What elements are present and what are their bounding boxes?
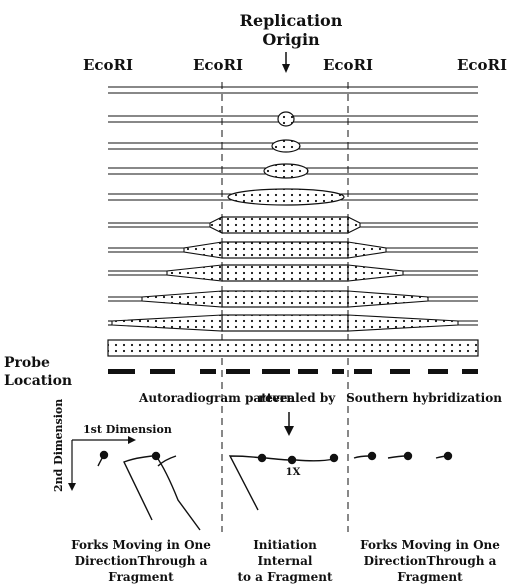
probe-mark: [150, 369, 175, 374]
svg-text:Forks Moving in One: Forks Moving in One: [71, 538, 211, 552]
probe-mark: [226, 369, 250, 374]
probe-marks: [108, 369, 478, 374]
probe-mark: [262, 369, 290, 374]
panel-caption: Forks Moving in One DirectionThrough a F…: [360, 538, 500, 584]
replication-intermediate: [108, 290, 478, 308]
probe-mark: [462, 369, 478, 374]
svg-text:Fragment: Fragment: [108, 570, 174, 584]
probe-label-line2: Location: [4, 373, 72, 389]
replication-intermediate: [108, 216, 478, 234]
ecori-site-label: EcoRI: [83, 56, 133, 74]
replication-intermediate: [107, 339, 479, 357]
replication-intermediate: [108, 139, 478, 153]
gel-spot: [99, 450, 109, 460]
probe-mark: [354, 369, 372, 374]
probe-mark: [332, 369, 344, 374]
replication-intermediate: [108, 188, 478, 206]
gel-arc: [353, 455, 371, 459]
pattern-arrow: [284, 412, 294, 436]
gel-arc: [157, 455, 177, 467]
pattern-caption-part1: Autoradiogram pattern: [138, 391, 295, 405]
replication-intermediate: [108, 241, 478, 259]
svg-text:DirectionThrough a: DirectionThrough a: [364, 554, 497, 568]
svg-text:Internal: Internal: [258, 554, 313, 568]
second-dimension-arrow: [68, 440, 76, 491]
gel-spot: [329, 453, 339, 463]
svg-text:Forks Moving in One: Forks Moving in One: [360, 538, 500, 552]
svg-text:Initiation: Initiation: [253, 538, 317, 552]
origin-title-line1: Replication: [240, 11, 343, 30]
unit-mark: 1X: [286, 467, 301, 478]
ecori-site-label: EcoRI: [457, 56, 507, 74]
svg-text:to a Fragment: to a Fragment: [237, 570, 333, 584]
replication-intermediates: [107, 86, 479, 357]
gel-arc: [123, 455, 153, 521]
replication-intermediate: [108, 264, 478, 282]
origin-arrow: [282, 52, 290, 73]
first-dimension-label: 1st Dimension: [83, 423, 172, 436]
gel-arc: [387, 455, 407, 459]
gel-arc: [228, 455, 263, 511]
gel-spot: [287, 455, 297, 465]
replication-intermediate: [108, 163, 478, 179]
gel-spot: [257, 453, 267, 463]
pattern-caption-part3: Southern hybridization: [346, 391, 502, 405]
pattern-caption-part2: revealed by: [259, 391, 336, 405]
panel-caption: Forks Moving in One DirectionThrough a F…: [71, 538, 211, 584]
panel-caption: Initiation Internal to a Fragment: [237, 538, 333, 584]
ecori-site-label: EcoRI: [193, 56, 243, 74]
probe-mark: [428, 369, 448, 374]
svg-text:DirectionThrough a: DirectionThrough a: [75, 554, 208, 568]
probe-mark: [200, 369, 216, 374]
origin-title-line2: Origin: [262, 30, 320, 49]
second-dimension-label: 2nd Dimension: [52, 399, 65, 492]
svg-text:Fragment: Fragment: [397, 570, 463, 584]
probe-mark: [108, 369, 135, 374]
gel-spot: [403, 451, 413, 461]
replication-intermediate: [108, 86, 478, 94]
ecori-site-label: EcoRI: [323, 56, 373, 74]
gel-spot: [443, 451, 453, 461]
replication-intermediate: [108, 314, 478, 332]
gel-arc: [155, 455, 201, 531]
first-dimension-arrow: [72, 436, 136, 444]
gel-arc: [265, 457, 291, 461]
probe-label-line1: Probe: [4, 355, 50, 371]
gel-arc: [295, 458, 335, 462]
replication-intermediate: [108, 111, 478, 127]
gel-spot: [367, 451, 377, 461]
probe-mark: [390, 369, 410, 374]
probe-mark: [298, 369, 318, 374]
gel-patterns: [97, 450, 453, 531]
